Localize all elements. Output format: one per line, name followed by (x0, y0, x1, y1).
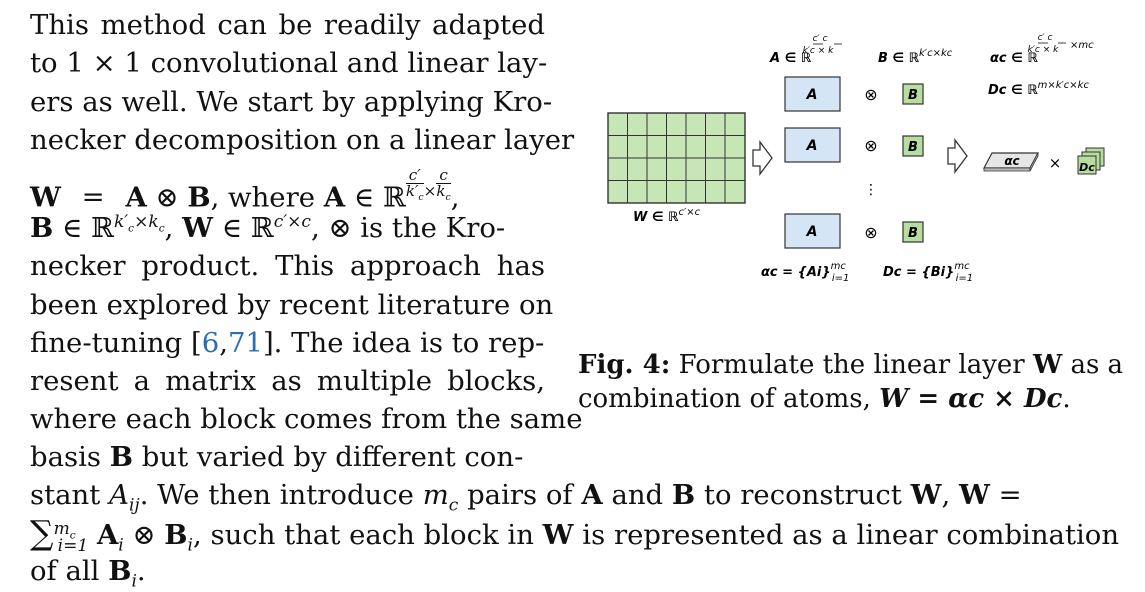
w-matrix-label: W ∈ ℝc′×c (633, 207, 701, 225)
svg-text:A: A (806, 138, 818, 154)
b-block-3: B (902, 221, 924, 243)
text-line-12: basis B but varied by different con- (30, 441, 524, 473)
a-block-3: A (784, 213, 841, 249)
svg-text:B: B (908, 88, 918, 103)
a-shape-label: A ∈ ℝ (769, 51, 812, 66)
citation-link-6[interactable]: 6 (201, 327, 220, 359)
a-block-2: A (784, 127, 841, 163)
svg-text:A: A (806, 87, 818, 103)
vertical-ellipsis: ⋮ (864, 182, 878, 198)
text-line-2: to 1 × 1 convolutional and linear lay- (30, 47, 548, 79)
kronecker-symbol: ⊗ (864, 223, 877, 242)
text-line-15: of all Bi. (30, 555, 146, 592)
kronecker-symbol: ⊗ (864, 85, 877, 104)
svg-text:×mc: ×mc (1070, 40, 1094, 51)
multiply-symbol: × (1049, 154, 1062, 172)
alpha-coefficient-slab: αc (983, 152, 1039, 172)
arrow-right-icon (752, 140, 773, 176)
kronecker-symbol: ⊗ (864, 136, 877, 155)
d-shape-label: Dc ∈ ℝm×k′c×kc (988, 80, 1089, 98)
svg-text:k′c × k: k′c × k (803, 46, 834, 56)
text-line-10: resent a matrix as multiple blocks, (30, 365, 545, 397)
svg-text:αc: αc (1004, 154, 1019, 168)
arrow-right-icon (947, 138, 968, 174)
caption-label: Fig. 4: (578, 350, 671, 380)
text-line-3: ers as well. We start by applying Kro- (30, 86, 553, 118)
text-line-8: been explored by recent literature on (30, 289, 554, 321)
text-line-9: fine-tuning [6,71]. The idea is to rep- (30, 327, 545, 359)
svg-text:c′ c: c′ c (1038, 33, 1053, 43)
alpha-shape-label: αc ∈ ℝ (990, 51, 1038, 66)
svg-text:Dc: Dc (1079, 161, 1095, 174)
a-block-1: A (784, 76, 841, 112)
svg-text:k′c × k: k′c × k (1028, 45, 1059, 55)
b-block-1: B (902, 83, 924, 105)
svg-text:B: B (908, 140, 918, 155)
figure-caption: Fig. 4: Formulate the linear layer W as … (578, 350, 1124, 414)
svg-text:B: B (908, 226, 918, 241)
text-line-4: necker decomposition on a linear layer (30, 124, 575, 156)
text-line-7: necker product. This approach has (30, 250, 545, 282)
svg-text:A: A (806, 224, 818, 240)
text-line-13: stant Aij. We then introduce mc pairs of… (30, 479, 1022, 516)
weight-matrix-grid (607, 112, 746, 204)
atom-stack-icon: Dc (1077, 147, 1105, 175)
kronecker-figure: W ∈ ℝc′×c A ∈ ℝ c′ c k′c × k B ∈ ℝk′c×kc… (607, 33, 1105, 284)
a-shape-superscript: c′ c (813, 34, 828, 44)
b-shape-label: B ∈ ℝk′c×kc (878, 48, 953, 66)
text-line-14: ∑mci=1 Ai ⊗ Bi, such that each block in … (30, 513, 1120, 556)
b-block-2: B (902, 135, 924, 157)
text-line-11: where each block comes from the same (30, 403, 583, 435)
text-line-1: This method can be readily adapted (30, 9, 545, 41)
citation-link-71[interactable]: 71 (227, 327, 263, 359)
text-line-6: B ∈ ℝk′c×kc, W ∈ ℝc′×c, ⊗ is the Kro- (30, 211, 506, 244)
